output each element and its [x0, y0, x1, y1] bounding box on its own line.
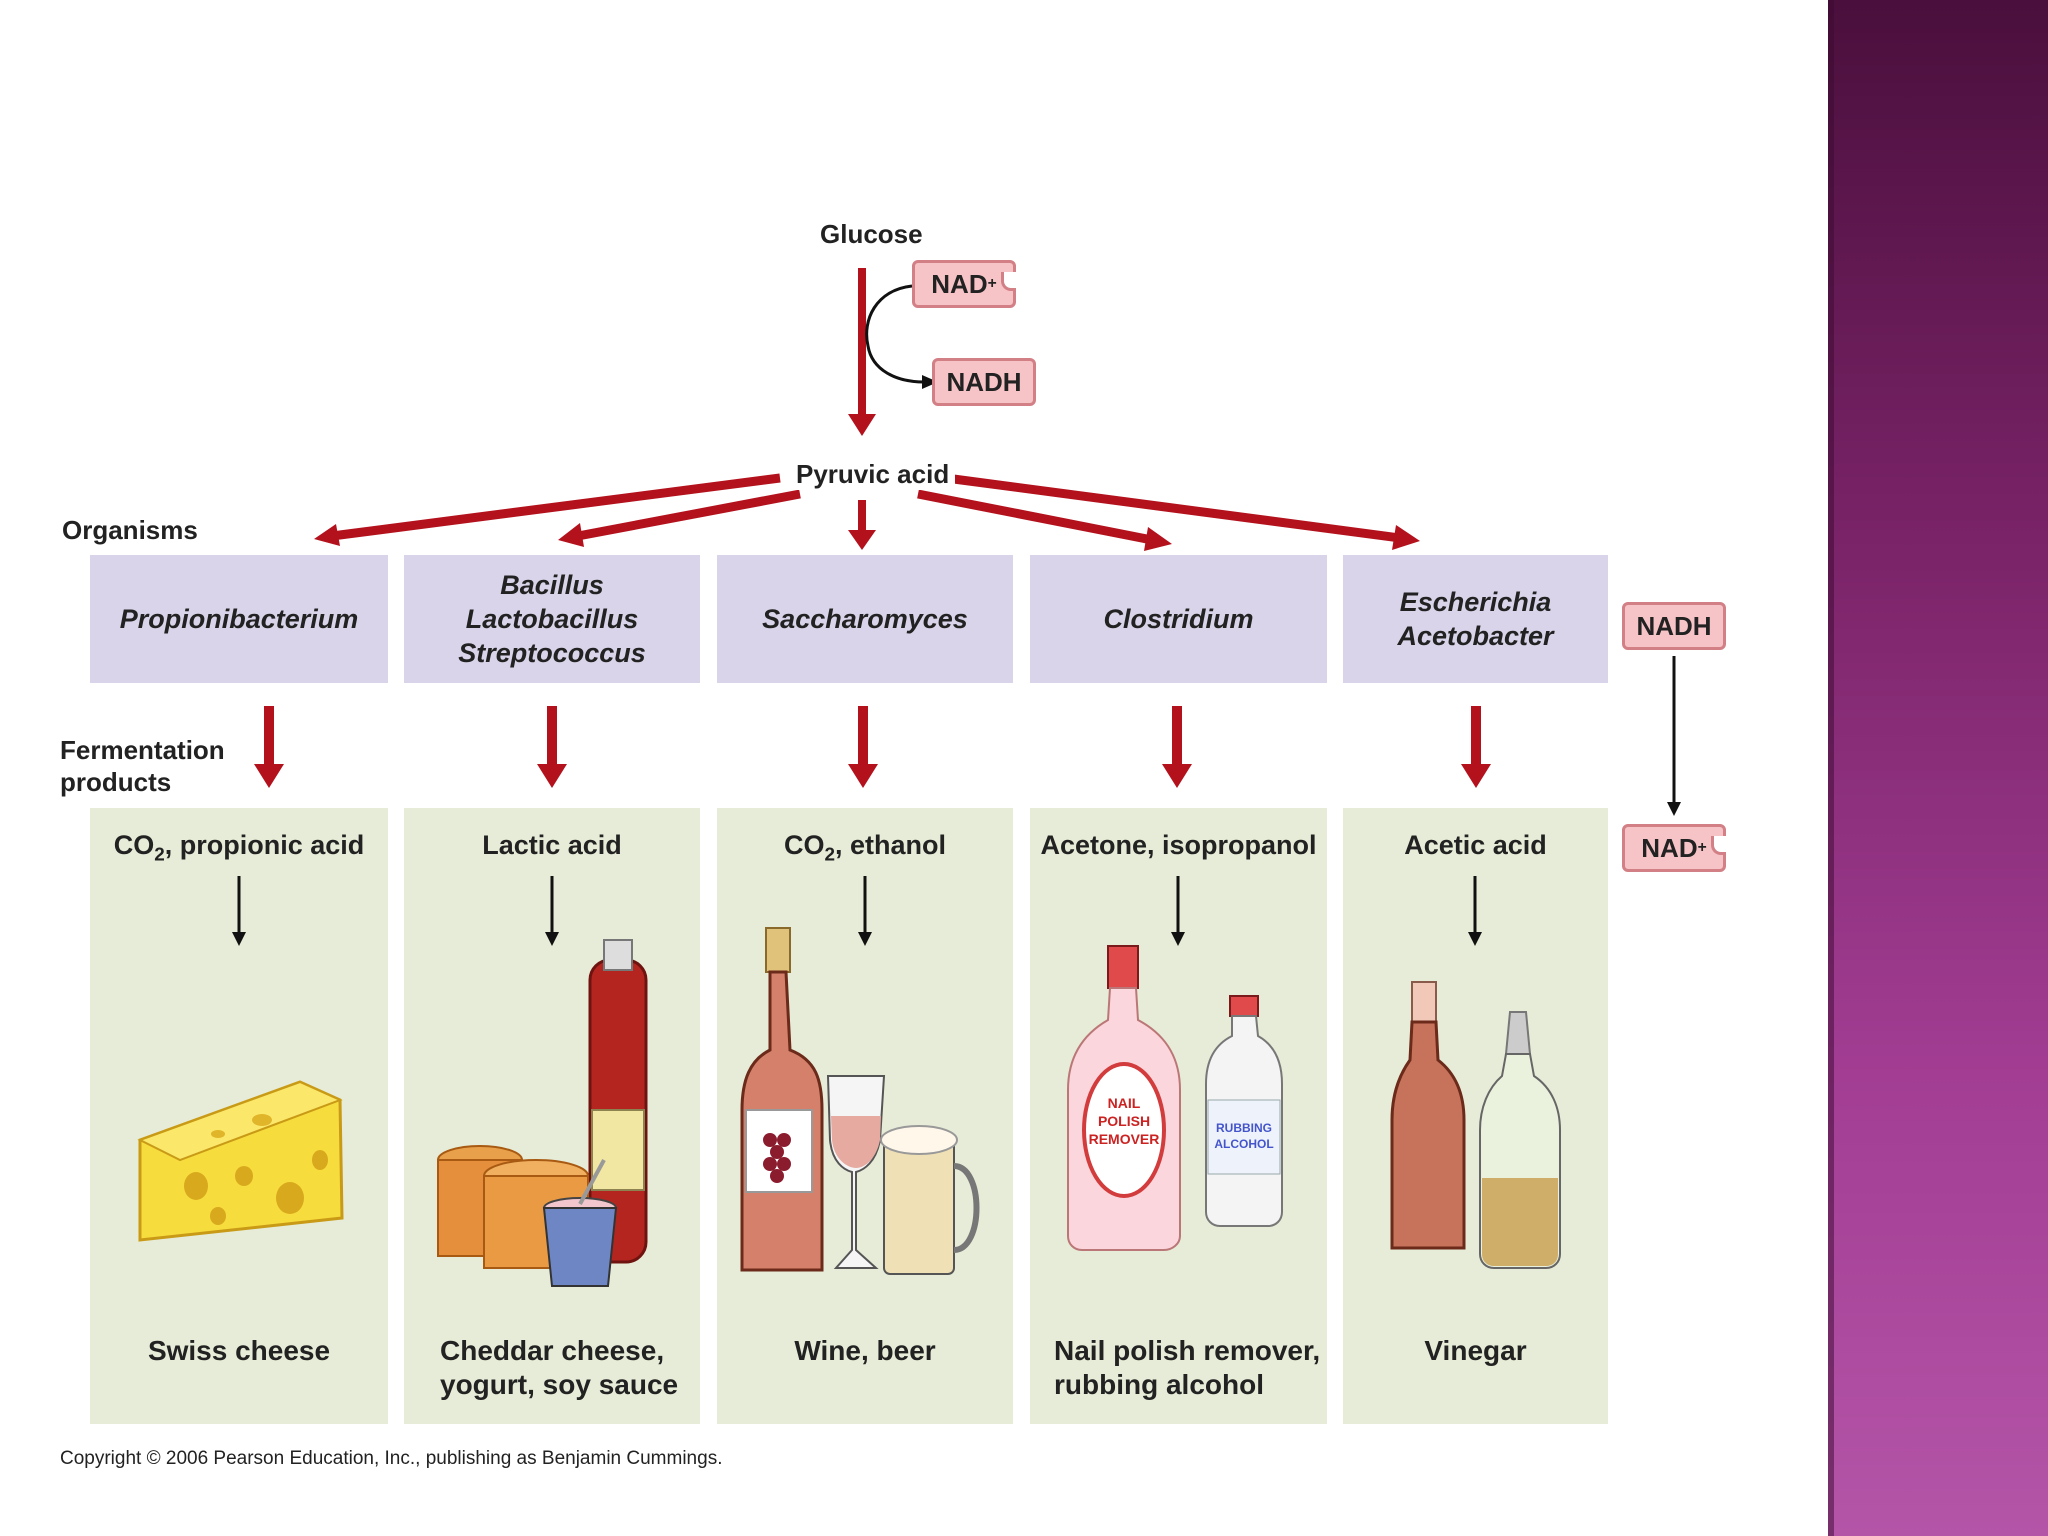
organism-box-2: Bacillus Lactobacillus Streptococcus	[404, 555, 700, 683]
bottle-label-line: POLISH	[1098, 1113, 1150, 1129]
product-to-food-arrows	[232, 876, 1482, 946]
organism-name: Clostridium	[1103, 604, 1254, 634]
nad-reduction-curve	[865, 284, 938, 389]
organism-to-product-arrows	[254, 706, 1491, 788]
organism-name: Bacillus Lactobacillus Streptococcus	[458, 570, 646, 668]
copyright-notice: Copyright © 2006 Pearson Education, Inc.…	[60, 1448, 723, 1469]
organism-box-1: Propionibacterium	[90, 555, 388, 683]
fermentation-product: CO2, ethanol	[783, 830, 947, 866]
food-product: Vinegar	[1424, 1335, 1527, 1366]
organism-box-5: Escherichia Acetobacter	[1343, 555, 1608, 683]
sidebar-edge	[1828, 0, 1834, 1536]
organism-box-4: Clostridium	[1030, 555, 1327, 683]
organism-name: Saccharomyces	[762, 604, 968, 634]
fermentation-product: CO2, propionic acid	[113, 830, 365, 866]
food-product: Cheddar cheese, yogurt, soy sauce	[440, 1335, 679, 1400]
fermentation-product: Lactic acid	[482, 830, 622, 860]
food-product: Nail polish remover, rubbing alcohol	[1054, 1335, 1321, 1400]
bottle-label-line: RUBBING	[1216, 1121, 1272, 1135]
rubbing-alcohol-label: RUBBING ALCOHOL	[1214, 1121, 1273, 1151]
food-product: Swiss cheese	[147, 1335, 331, 1366]
pyruvate-branch-arrows	[314, 473, 1420, 551]
nail-polish-label: NAIL POLISH REMOVER	[1089, 1095, 1160, 1147]
organism-name: Propionibacterium	[119, 604, 359, 634]
nadh-to-nad-arrow	[1667, 656, 1681, 816]
organism-box-3: Saccharomyces	[717, 555, 1013, 683]
fermentation-product: Acetic acid	[1404, 830, 1547, 860]
glucose-to-pyruvate-arrow	[848, 268, 876, 436]
bottle-label-line: REMOVER	[1089, 1131, 1160, 1147]
bottle-label-line: ALCOHOL	[1214, 1137, 1273, 1151]
bottle-label-line: NAIL	[1108, 1095, 1141, 1111]
nad-plus-pill-top: NAD+	[912, 260, 1016, 308]
swiss-cheese-illustration	[137, 1080, 344, 1242]
vinegar-illustration	[1390, 981, 1561, 1269]
nadh-pill-top: NADH	[932, 358, 1036, 406]
nail-polish-rubbing-alcohol-illustration: NAIL POLISH REMOVER RUBBING ALCOHOL	[1067, 945, 1283, 1251]
organisms-label: Organisms	[62, 515, 198, 545]
fermentation-product: Acetone, isopropanol	[1040, 830, 1317, 860]
cheddar-yogurt-soysauce-illustration	[437, 939, 648, 1287]
decorative-sidebar	[1828, 0, 2048, 1536]
wine-beer-illustration	[740, 927, 980, 1275]
organism-name: Escherichia Acetobacter	[1397, 587, 1554, 651]
nad-plus-pill-right: NAD+	[1622, 824, 1726, 872]
food-product: Wine, beer	[794, 1335, 936, 1366]
pyruvic-acid-label: Pyruvic acid	[790, 458, 956, 490]
nadh-pill-right: NADH	[1622, 602, 1726, 650]
glucose-label: Glucose	[820, 219, 923, 249]
fermentation-products-label: Fermentation products	[60, 735, 225, 797]
